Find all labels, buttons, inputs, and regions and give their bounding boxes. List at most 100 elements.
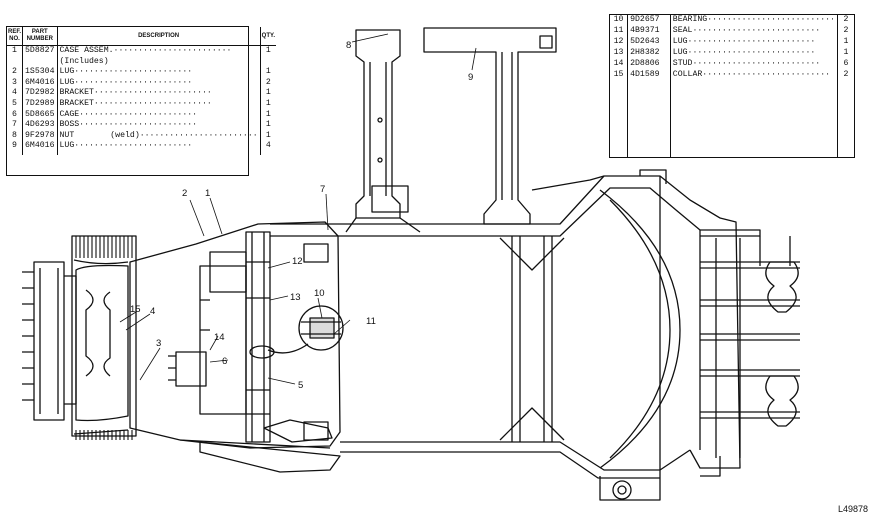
figure-id: L49878 (837, 504, 868, 514)
header-ref-no: REF. NO. (7, 27, 24, 46)
leader-dots: ························ (74, 67, 193, 77)
description-text: STUD (672, 59, 693, 69)
part-number-cell: 7D2982 (22, 88, 58, 99)
callout-6: 6 (222, 356, 227, 367)
description-cell: CAGE························ (57, 109, 261, 121)
ref-no-cell: 14 (610, 59, 629, 70)
callout-7: 7 (320, 184, 325, 195)
callout-14: 14 (214, 332, 225, 343)
ref-no-cell: 11 (610, 26, 629, 37)
callout-12: 12 (292, 256, 303, 267)
part-number-cell: 5D8827 (22, 45, 58, 57)
qty-cell: 1 (265, 67, 271, 77)
callout-2: 2 (182, 188, 187, 199)
qty-cell: 1 (265, 98, 271, 108)
case-housing (73, 221, 341, 473)
leader-dots: ·························· (692, 26, 821, 36)
description-cell: BRACKET························ (57, 98, 261, 110)
filler-cell (7, 151, 24, 155)
ref-no-cell: 6 (7, 109, 24, 121)
qty-cell: 1 (265, 130, 271, 140)
description-cell: BRACKET························ (57, 88, 261, 99)
leader-dots: ························ (93, 98, 212, 108)
part-number-cell: 6M4016 (22, 77, 58, 89)
description-text: LUG (672, 48, 688, 58)
filler-cell (22, 151, 58, 155)
description-note: (weld) (110, 130, 140, 140)
qty-cell: 1 (843, 48, 849, 58)
description-text: LUG (59, 77, 75, 87)
parts-table-header: REF. NO. PART NUMBER DESCRIPTION QTY. (7, 27, 276, 46)
description-text: CAGE (59, 109, 80, 119)
part-number-cell: 7D2989 (22, 98, 58, 110)
part-number-cell: 4B9371 (627, 26, 671, 37)
right-post (423, 27, 605, 225)
ref-no-cell: 9 (7, 141, 24, 152)
leader-dots: ·························· (692, 59, 821, 69)
leader-dots: ·························· (687, 37, 816, 47)
leader-dots: ························ (139, 130, 258, 140)
part-number-cell: 4D6293 (22, 120, 58, 131)
callout-5: 5 (298, 380, 303, 391)
table-filler-row (7, 151, 276, 155)
description-cell: COLLAR·························· (670, 70, 838, 81)
callout-9: 9 (468, 72, 473, 83)
right-spools (700, 229, 800, 477)
ref-no-cell: 8 (7, 130, 24, 142)
part-number-cell: 2D8806 (627, 59, 671, 70)
part-number-cell: 9D2657 (627, 15, 671, 26)
callout-11: 11 (366, 316, 376, 327)
end-plate (22, 261, 77, 421)
part-number-cell: 2H8382 (627, 48, 671, 59)
filler-cell (837, 81, 854, 157)
bearing-detail (249, 305, 344, 359)
description-text: SEAL (672, 26, 693, 36)
callout-labels: 1 2 3 4 5 6 7 8 9 10 11 12 13 14 15 (130, 40, 473, 391)
part-number-cell: 1S5304 (22, 67, 58, 78)
description-text: LUG (59, 141, 75, 151)
leader-dots: ·························· (702, 70, 831, 80)
ref-no-cell: 2 (7, 67, 24, 78)
description-text: BRACKET (59, 88, 94, 98)
callout-15: 15 (130, 304, 141, 315)
ref-no-cell (7, 56, 24, 68)
description-cell: CASE ASSEM.························ (57, 45, 261, 57)
leader-dots: ·························· (687, 48, 816, 58)
description-text: BEARING (672, 15, 708, 25)
description-text: BRACKET (59, 98, 94, 108)
ref-no-cell: 12 (610, 37, 629, 48)
description-cell: LUG·························· (670, 37, 838, 48)
callout-13: 13 (290, 292, 301, 303)
filler-cell (610, 81, 629, 157)
part-number-cell: 4D1589 (627, 70, 671, 81)
part-number-cell: 6M4016 (22, 141, 58, 152)
qty-cell (260, 57, 276, 68)
left-post (345, 29, 421, 233)
ref-no-cell: 7 (7, 120, 24, 131)
part-number-cell: 5D2643 (627, 37, 671, 48)
qty-cell: 2 (265, 77, 271, 87)
leader-dots: ························ (79, 120, 198, 130)
leader-dots: ·························· (707, 15, 835, 25)
description-cell: BOSS························ (57, 120, 261, 131)
description-cell: LUG························ (57, 141, 261, 152)
description-text: CASE ASSEM. (59, 46, 114, 55)
ref-no-cell: 15 (610, 70, 629, 81)
leader-dots: ························ (113, 46, 232, 55)
description-cell: LUG························ (57, 77, 261, 89)
header-description: DESCRIPTION (57, 27, 261, 46)
description-text: (Includes) (59, 56, 109, 66)
table-filler-row (610, 81, 854, 157)
qty-cell: 1 (265, 120, 271, 130)
